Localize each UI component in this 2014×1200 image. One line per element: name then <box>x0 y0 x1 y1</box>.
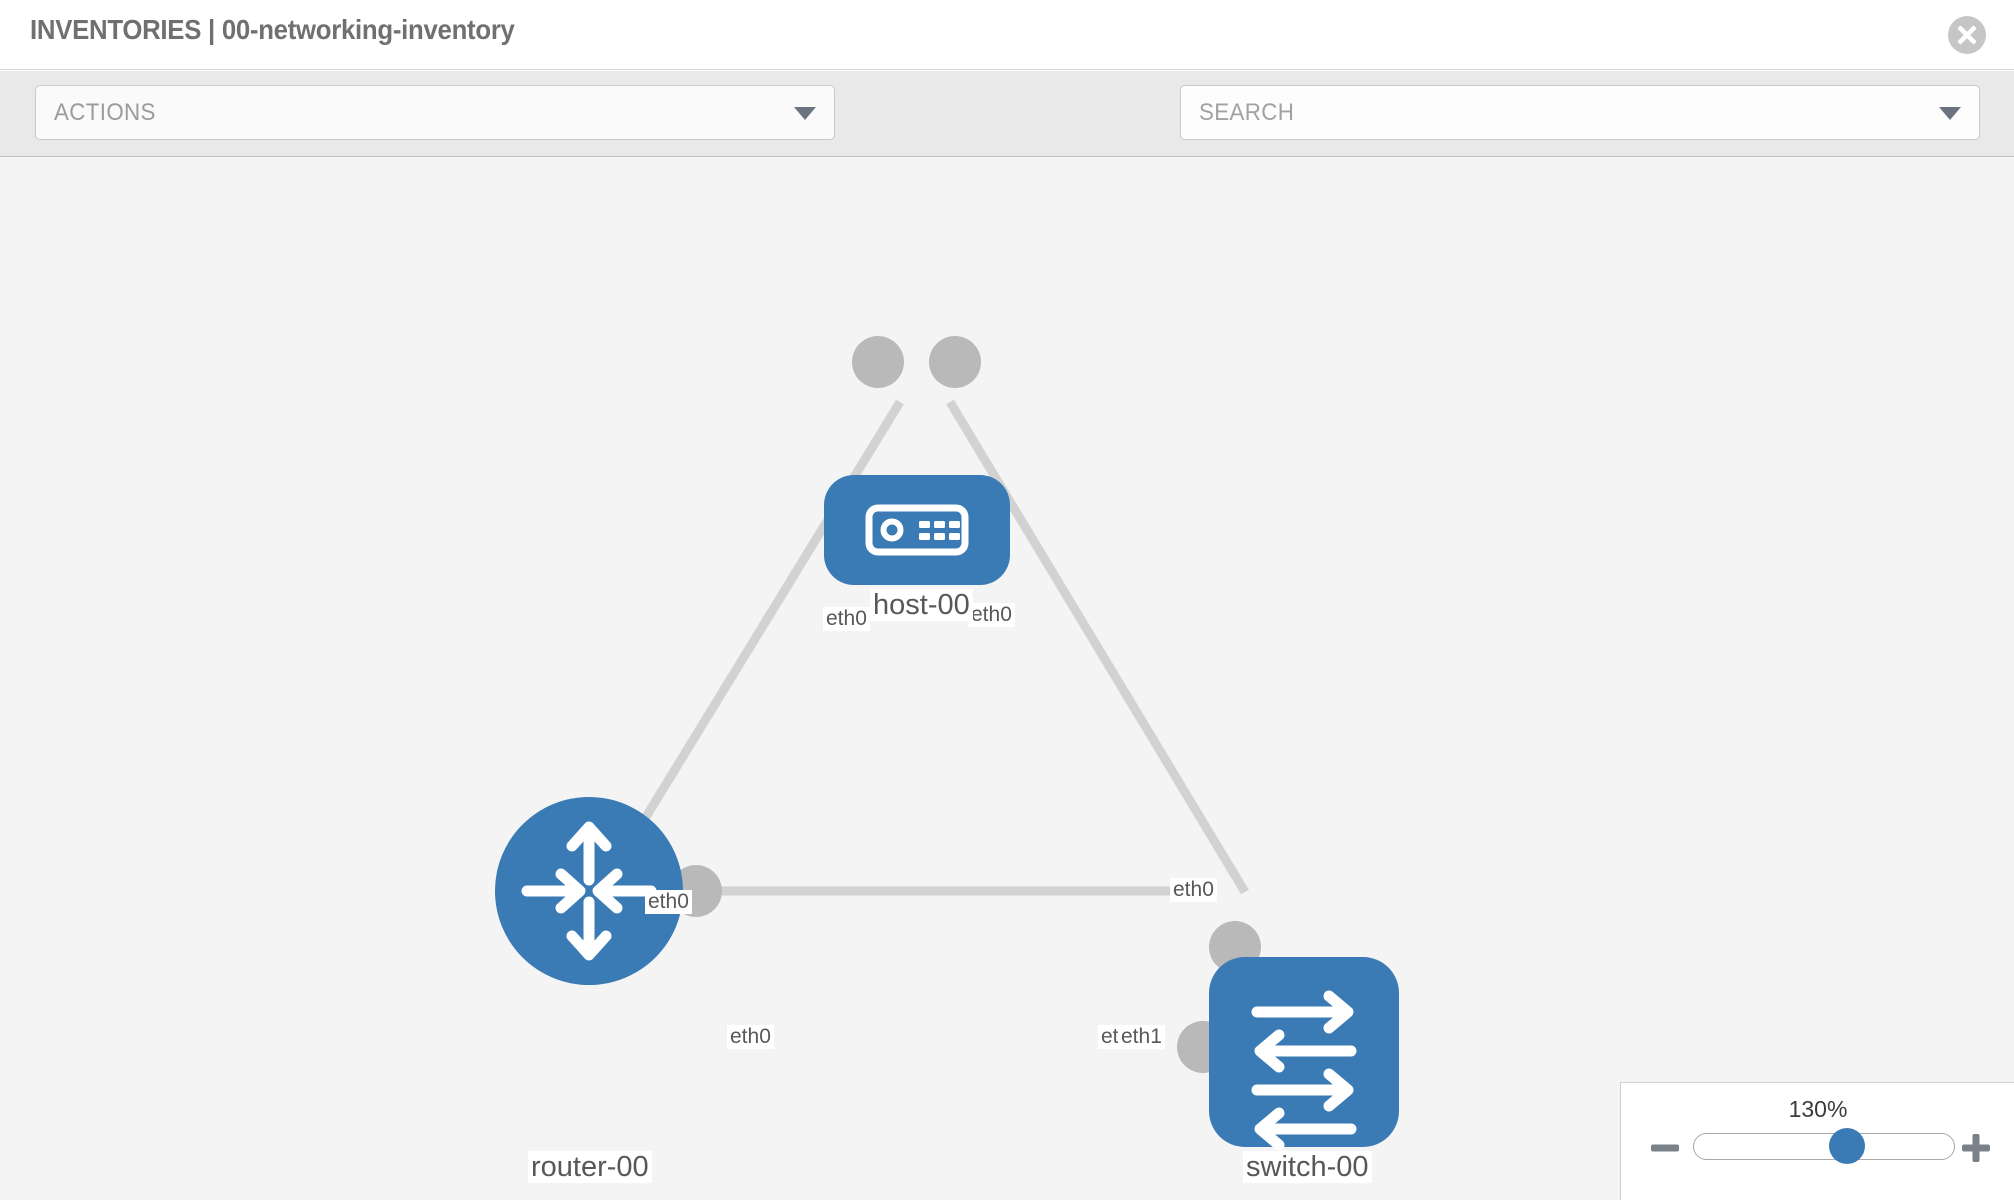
zoom-in-button[interactable] <box>1959 1131 1993 1170</box>
topology-ports <box>670 336 1261 1073</box>
minus-icon <box>1651 1144 1679 1152</box>
node-router-00[interactable] <box>495 797 683 985</box>
chevron-down-icon <box>794 107 816 120</box>
zoom-slider-track[interactable] <box>1693 1133 1955 1160</box>
iface-label-switch-up: eth0 <box>1170 878 1217 903</box>
iface-label-switch-left: eth1 <box>1118 1025 1165 1050</box>
actions-dropdown-label: ACTIONS <box>54 99 156 126</box>
topology-canvas[interactable]: eth0 eth0 host-00 eth0 eth0 eth0 eth0 et… <box>0 157 2014 1200</box>
zoom-slider-thumb[interactable] <box>1828 1128 1865 1164</box>
switch-icon <box>1251 990 1357 1151</box>
node-label-host-00: host-00 <box>870 589 973 622</box>
iface-label-router-up: eth0 <box>645 890 692 915</box>
topology-graph <box>495 336 1399 1151</box>
zoom-percent-label: 130% <box>1788 1096 1848 1122</box>
node-label-switch-00: switch-00 <box>1243 1151 1372 1184</box>
iface-label-host-right: eth0 <box>968 603 1015 628</box>
node-switch-00[interactable] <box>1209 957 1399 1151</box>
close-button[interactable] <box>1948 16 1986 54</box>
close-icon <box>1957 25 1977 45</box>
search-input[interactable]: SEARCH <box>1180 85 1980 140</box>
zoom-out-button[interactable] <box>1648 1131 1682 1170</box>
router-icon <box>521 821 657 961</box>
iface-label-host-left: eth0 <box>823 607 870 632</box>
search-placeholder: SEARCH <box>1199 99 1295 126</box>
toolbar: ACTIONS SEARCH <box>0 71 2014 202</box>
port-host-right[interactable] <box>929 336 981 388</box>
link-host-switch[interactable] <box>946 399 1249 895</box>
port-host-left[interactable] <box>852 336 904 388</box>
zoom-control-panel: 130% <box>1620 1082 2014 1200</box>
plus-icon <box>1962 1134 1990 1162</box>
iface-label-router-right: eth0 <box>727 1025 774 1050</box>
server-icon <box>865 504 969 556</box>
actions-dropdown[interactable]: ACTIONS <box>35 85 835 140</box>
node-label-router-00: router-00 <box>528 1151 652 1184</box>
page-header: INVENTORIES | 00-networking-inventory <box>0 0 2014 70</box>
node-host-00[interactable] <box>824 475 1010 585</box>
chevron-down-icon <box>1939 107 1961 120</box>
page-title: INVENTORIES | 00-networking-inventory <box>30 14 515 45</box>
